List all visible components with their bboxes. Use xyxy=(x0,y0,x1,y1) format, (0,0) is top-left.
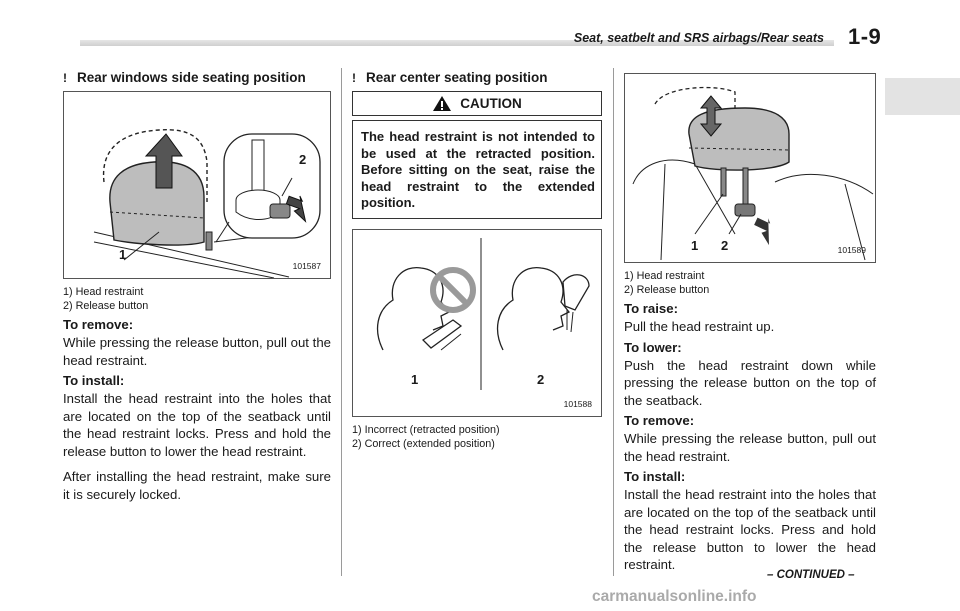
caption-item: 2) Release button xyxy=(624,284,710,296)
figure-captions: 1) Head restraint 2) Release button xyxy=(624,269,876,297)
section-title: Seat, seatbelt and SRS airbags/Rear seat… xyxy=(573,31,824,45)
lower-title: To lower: xyxy=(624,339,682,355)
caption-item: 1) Head restraint xyxy=(63,286,144,298)
center-positions-illustration xyxy=(376,237,590,390)
right-column: 1 2 101589 1) Head restraint 2) Release … xyxy=(624,73,876,578)
bullet-icon: ! xyxy=(352,70,356,85)
raise-title: To raise: xyxy=(624,301,678,316)
bullet-icon: ! xyxy=(63,70,67,85)
figure-label-2: 2 xyxy=(721,238,729,253)
section-tab xyxy=(885,78,960,115)
figure-outboard-head-restraint: 1 2 101587 xyxy=(63,91,331,279)
outboard-head-restraint-illustration xyxy=(93,129,321,279)
lower-text: Push the head restraint down while press… xyxy=(624,357,876,408)
remove-text: While pressing the release button, pull … xyxy=(63,335,331,368)
section-heading-outboard: ! Rear windows side seating position xyxy=(63,70,331,85)
figure-captions: 1) Head restraint 2) Release button xyxy=(63,285,331,313)
middle-column: ! Rear center seating position CAUTION T… xyxy=(352,70,602,455)
caption-item: 2) Release button xyxy=(63,300,149,312)
page-number: 1-9 xyxy=(848,24,882,49)
install-title: To install: xyxy=(63,373,125,388)
figure-label-1: 1 xyxy=(411,371,419,387)
figure-label-1: 1 xyxy=(691,238,699,253)
caution-banner: CAUTION xyxy=(352,91,602,116)
caption-item: 2) Correct (extended position) xyxy=(352,437,495,450)
caption-item: 1) Incorrect (retracted position) xyxy=(352,423,500,436)
caption-item: 1) Head restraint xyxy=(624,270,705,282)
remove-title: To remove: xyxy=(624,413,695,428)
figure-code: 101587 xyxy=(292,261,321,271)
figure-center-positions: 1 2 101588 xyxy=(352,228,602,417)
figure-code: 101588 xyxy=(563,398,592,409)
figure-captions: 1) Incorrect (retracted position) 2) Cor… xyxy=(352,423,602,451)
section-heading-center: ! Rear center seating position xyxy=(352,70,602,85)
center-head-restraint-illustration xyxy=(632,86,874,261)
continued-marker: – CONTINUED – xyxy=(767,569,855,581)
caution-text-box: The head restraint is not intended to be… xyxy=(352,120,602,219)
warning-triangle-icon xyxy=(433,96,452,111)
watermark: carmanualsonline.info xyxy=(592,588,757,605)
figure-label-2: 2 xyxy=(299,152,307,167)
install-text: Install the head restraint into the hole… xyxy=(63,391,331,459)
heading-text: Rear windows side seating position xyxy=(77,70,306,85)
remove-text: While pressing the release button, pull … xyxy=(624,431,876,464)
remove-title: To remove: xyxy=(63,317,134,332)
left-column: ! Rear windows side seating position xyxy=(63,70,331,507)
heading-text: Rear center seating position xyxy=(366,70,548,85)
header-rule xyxy=(80,40,834,46)
install-title: To install: xyxy=(624,469,686,484)
figure-center-head-restraint: 1 2 101589 xyxy=(624,73,876,263)
figure-label-1: 1 xyxy=(119,247,127,262)
caution-text: The head restraint is not intended to be… xyxy=(361,129,595,210)
raise-text: Pull the head restraint up. xyxy=(624,319,775,334)
figure-label-2: 2 xyxy=(537,371,545,387)
after-install-text: After installing the head restraint, mak… xyxy=(63,469,331,502)
column-divider-right xyxy=(613,68,614,576)
figure-code: 101589 xyxy=(837,245,866,255)
caution-label: CAUTION xyxy=(460,96,522,111)
install-text: Install the head restraint into the hole… xyxy=(624,487,876,572)
column-divider-left xyxy=(341,68,342,576)
